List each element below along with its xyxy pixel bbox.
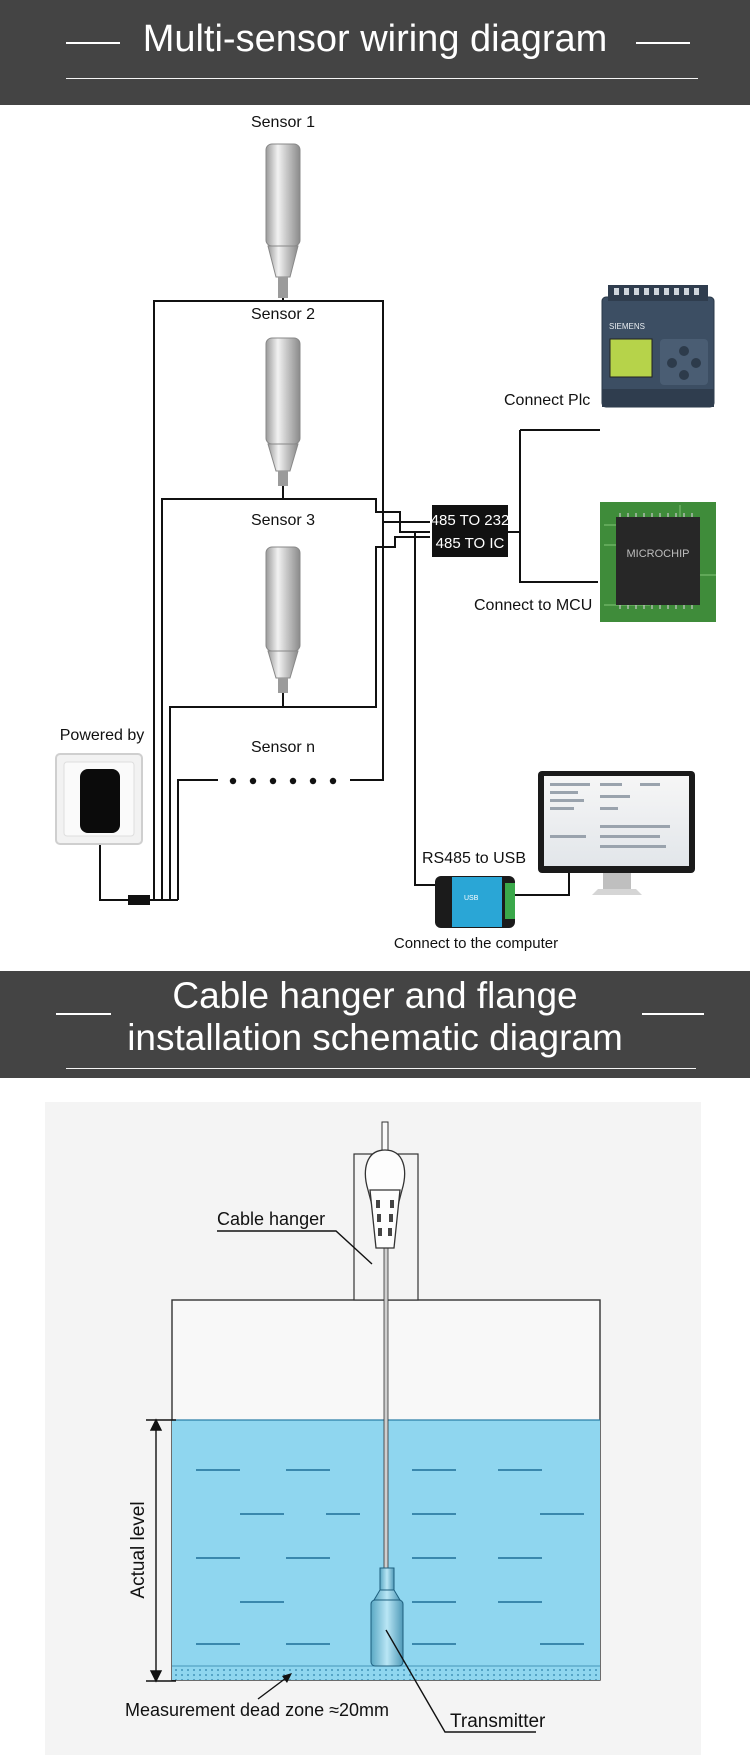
plc-label: Connect Plc — [504, 392, 590, 409]
cable-hanger-icon — [364, 1149, 406, 1249]
sensor-2-probe — [265, 337, 301, 486]
actual-level-dimension — [146, 1418, 176, 1683]
sensor-n-ellipsis — [229, 777, 337, 785]
transmitter-label: Transmitter — [450, 1711, 546, 1732]
dead-zone-label: Measurement dead zone ≈20mm — [125, 1700, 389, 1720]
sensor-n-label: Sensor n — [251, 739, 315, 756]
plc-device-icon: SIEMENS — [601, 285, 715, 408]
wiring-diagram: Sensor 1 Sensor 2 Sensor 3 Sensor n Powe… — [55, 114, 716, 952]
actual-level-label: Actual level — [128, 1501, 149, 1598]
converter-line-1: 485 TO 232 — [431, 512, 510, 529]
sensor-1-label: Sensor 1 — [251, 114, 315, 131]
dead-zone-arrowhead — [282, 1673, 292, 1683]
usb-label: RS485 to USB — [422, 850, 526, 867]
computer-label: Connect to the computer — [394, 935, 558, 952]
header-band-install: Cable hanger and flange installation sch… — [0, 971, 750, 1078]
sensor-3-label: Sensor 3 — [251, 512, 315, 529]
mcu-board-icon: MICROCHIP — [600, 502, 716, 622]
usb-box-text: USB — [464, 895, 479, 902]
usb-converter-icon: USB — [435, 876, 515, 928]
title2-dash-left — [56, 1013, 111, 1015]
transmitter-leader — [385, 1629, 536, 1733]
power-adapter-icon — [55, 753, 143, 845]
title-underline — [66, 78, 698, 79]
cable-hanger-label: Cable hanger — [217, 1209, 325, 1229]
title2-underline — [66, 1068, 696, 1069]
power-plug — [128, 895, 150, 905]
title-dash-right — [636, 42, 690, 44]
sensor-2-label: Sensor 2 — [251, 306, 315, 323]
cable-hanger-leader — [217, 1230, 373, 1265]
wires — [99, 298, 600, 901]
page-title-wiring: Multi-sensor wiring diagram — [142, 18, 608, 60]
header-band-wiring: Multi-sensor wiring diagram — [0, 0, 750, 105]
computer-monitor-icon — [538, 771, 695, 895]
plc-brand-text: SIEMENS — [609, 322, 645, 331]
installation-diagram: Cable hanger Transmitter Actual level Me… — [45, 1102, 701, 1755]
page-title-install-line-2: installation schematic diagram — [127, 1017, 623, 1058]
dead-zone-band — [172, 1666, 600, 1680]
mcu-label: Connect to MCU — [474, 597, 592, 614]
sensor-3-probe — [265, 546, 301, 693]
title2-dash-right — [642, 1013, 704, 1015]
page-title-install-line-1: Cable hanger and flange — [172, 975, 578, 1016]
mcu-chip-text: MICROCHIP — [627, 548, 690, 560]
sensor-1-probe — [265, 143, 301, 298]
water-wave-marks — [196, 1469, 584, 1645]
converter-box: 485 TO 232 485 TO IC — [431, 505, 510, 557]
title-dash-left — [66, 42, 120, 44]
power-label: Powered by — [60, 727, 145, 744]
converter-line-2: 485 TO IC — [436, 535, 505, 552]
